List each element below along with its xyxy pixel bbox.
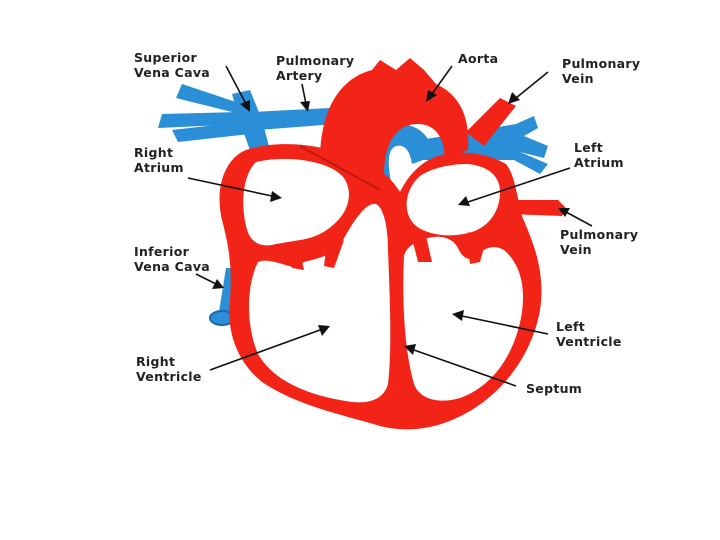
label-septum: Septum bbox=[526, 381, 582, 396]
label-right-atrium: Right Atrium bbox=[134, 145, 184, 175]
label-superior-vena-cava: Superior Vena Cava bbox=[134, 50, 210, 80]
label-aorta: Aorta bbox=[458, 51, 498, 66]
